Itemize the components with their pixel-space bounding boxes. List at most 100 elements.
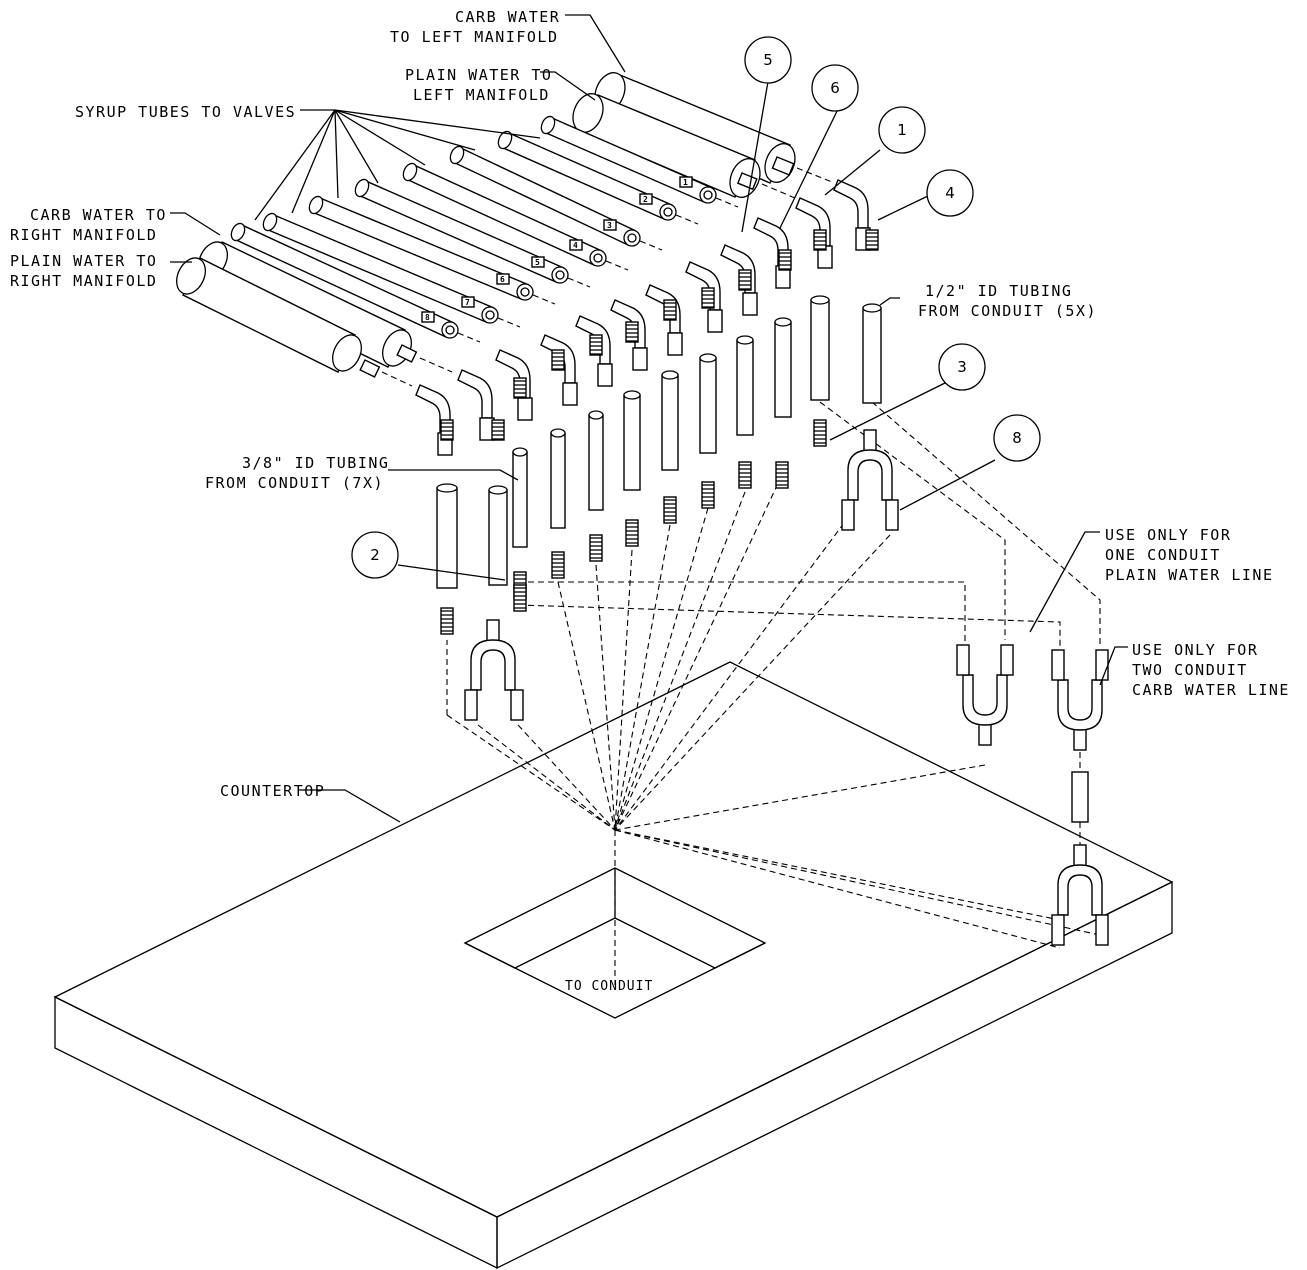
callout-3: 3 bbox=[938, 343, 986, 391]
straight-connector bbox=[813, 229, 827, 251]
straight-connector bbox=[865, 229, 879, 251]
tubing-segment bbox=[810, 295, 830, 401]
label-one-conduit-3: PLAIN WATER LINE bbox=[1105, 566, 1274, 584]
elbow-fitting bbox=[833, 179, 871, 251]
straight-connector bbox=[551, 349, 565, 371]
y-fitting-two-conduit bbox=[1051, 649, 1109, 751]
elbow-fitting bbox=[645, 284, 683, 356]
y-fitting-one-conduit bbox=[956, 644, 1014, 746]
label-two-conduit-1: USE ONLY FOR bbox=[1132, 641, 1258, 659]
straight-connector bbox=[589, 334, 603, 356]
plain-water-right-tube bbox=[176, 257, 413, 387]
y-fitting-countertop bbox=[1051, 844, 1109, 946]
straight-connector bbox=[513, 584, 527, 612]
tube-tag-label: 6 bbox=[500, 275, 505, 284]
label-carb-left-2: TO LEFT MANIFOLD bbox=[390, 28, 559, 46]
label-one-conduit-1: USE ONLY FOR bbox=[1105, 526, 1231, 544]
straight-connector bbox=[701, 287, 715, 309]
syrup-tube-5: 5 bbox=[354, 178, 591, 288]
callout-8: 8 bbox=[993, 414, 1041, 462]
tube-tag-1 bbox=[679, 176, 693, 188]
tubing-segment bbox=[774, 317, 792, 418]
tube-tag-3 bbox=[603, 219, 617, 231]
callout-number: 8 bbox=[1012, 429, 1022, 447]
label-countertop: COUNTERTOP bbox=[220, 782, 325, 800]
callout-number: 5 bbox=[763, 51, 773, 69]
syrup-tube-6: 6 bbox=[308, 195, 556, 305]
straight-connector bbox=[738, 269, 752, 291]
label-plain-left-2: LEFT MANIFOLD bbox=[413, 86, 550, 104]
straight-connector bbox=[775, 461, 789, 489]
text-labels: CARB WATER TO LEFT MANIFOLD PLAIN WATER … bbox=[10, 8, 1288, 994]
y-fitting-left bbox=[464, 619, 524, 721]
callout-number: 3 bbox=[957, 358, 967, 376]
callout-5: 5 bbox=[744, 36, 792, 84]
straight-connector bbox=[551, 551, 565, 579]
callout-number: 4 bbox=[945, 184, 955, 202]
label-to-conduit: TO CONDUIT bbox=[565, 979, 653, 994]
tube-tag-5 bbox=[531, 256, 545, 268]
fittings bbox=[415, 179, 882, 635]
straight-connector bbox=[440, 419, 454, 441]
callout-6: 6 bbox=[811, 64, 859, 112]
straight-connector bbox=[663, 299, 677, 321]
callout-number: 2 bbox=[370, 546, 380, 564]
label-two-conduit-2: TWO CONDUIT bbox=[1132, 661, 1248, 679]
label-carb-right-2: RIGHT MANIFOLD bbox=[10, 226, 157, 244]
tubing-segment bbox=[623, 390, 641, 491]
straight-connector bbox=[513, 377, 527, 399]
leader-lines bbox=[170, 14, 1128, 823]
syrup-tube-7: 7 bbox=[262, 212, 521, 328]
syrup-tube-2: 2 bbox=[497, 130, 699, 225]
tube-tag-label: 4 bbox=[573, 241, 578, 250]
countertop-slab bbox=[53, 661, 1174, 1270]
tubing-segment bbox=[862, 303, 882, 404]
straight-connector bbox=[701, 481, 715, 509]
routing-dashed-lines bbox=[446, 401, 1101, 985]
tubing-segment bbox=[661, 370, 679, 471]
elbow-fitting bbox=[457, 369, 495, 441]
callout-2: 2 bbox=[351, 531, 399, 579]
straight-connector bbox=[813, 419, 827, 447]
straight-connector bbox=[625, 321, 639, 343]
tubing-segment bbox=[588, 410, 604, 511]
tube-tag-2 bbox=[639, 193, 653, 205]
tube-tag-label: 7 bbox=[465, 298, 470, 307]
callout-number: 6 bbox=[830, 79, 840, 97]
tube-tag-8 bbox=[421, 311, 435, 323]
tube-tag-label: 1 bbox=[683, 178, 688, 187]
tube-tag-6 bbox=[496, 273, 510, 285]
callout-number: 1 bbox=[897, 121, 907, 139]
tubing-segment bbox=[436, 483, 458, 589]
label-half-tubing-1: 1/2" ID TUBING bbox=[925, 282, 1072, 300]
tubing-segment bbox=[736, 335, 754, 436]
straight-connector bbox=[738, 461, 752, 489]
label-plain-right-2: RIGHT MANIFOLD bbox=[10, 272, 157, 290]
straight-connector bbox=[491, 419, 505, 441]
straight-connector bbox=[778, 249, 792, 271]
tube-tag-7 bbox=[461, 296, 475, 308]
syrup-tube-1: 1 bbox=[540, 115, 739, 208]
label-syrup-tubes: SYRUP TUBES TO VALVES bbox=[75, 103, 296, 121]
callout-4: 4 bbox=[926, 169, 974, 217]
tubing-segment bbox=[488, 485, 508, 586]
label-three-eighth-1: 3/8" ID TUBING bbox=[242, 454, 389, 472]
callout-1: 1 bbox=[878, 106, 926, 154]
straight-connector bbox=[663, 496, 677, 524]
label-carb-left-1: CARB WATER bbox=[455, 8, 560, 26]
label-one-conduit-2: ONE CONDUIT bbox=[1105, 546, 1221, 564]
tube-bundle bbox=[572, 72, 833, 199]
label-plain-left-1: PLAIN WATER TO bbox=[405, 66, 552, 84]
tubing-segment bbox=[512, 447, 528, 548]
straight-connector bbox=[625, 519, 639, 547]
syrup-tube-3: 3 bbox=[449, 145, 663, 251]
label-half-tubing-2: FROM CONDUIT (5X) bbox=[918, 302, 1097, 320]
syrup-tube-4: 4 bbox=[402, 162, 629, 271]
tube-tag-label: 8 bbox=[425, 313, 430, 322]
tube-tag-4 bbox=[569, 239, 583, 251]
tube-segment-countertop bbox=[1071, 771, 1089, 823]
